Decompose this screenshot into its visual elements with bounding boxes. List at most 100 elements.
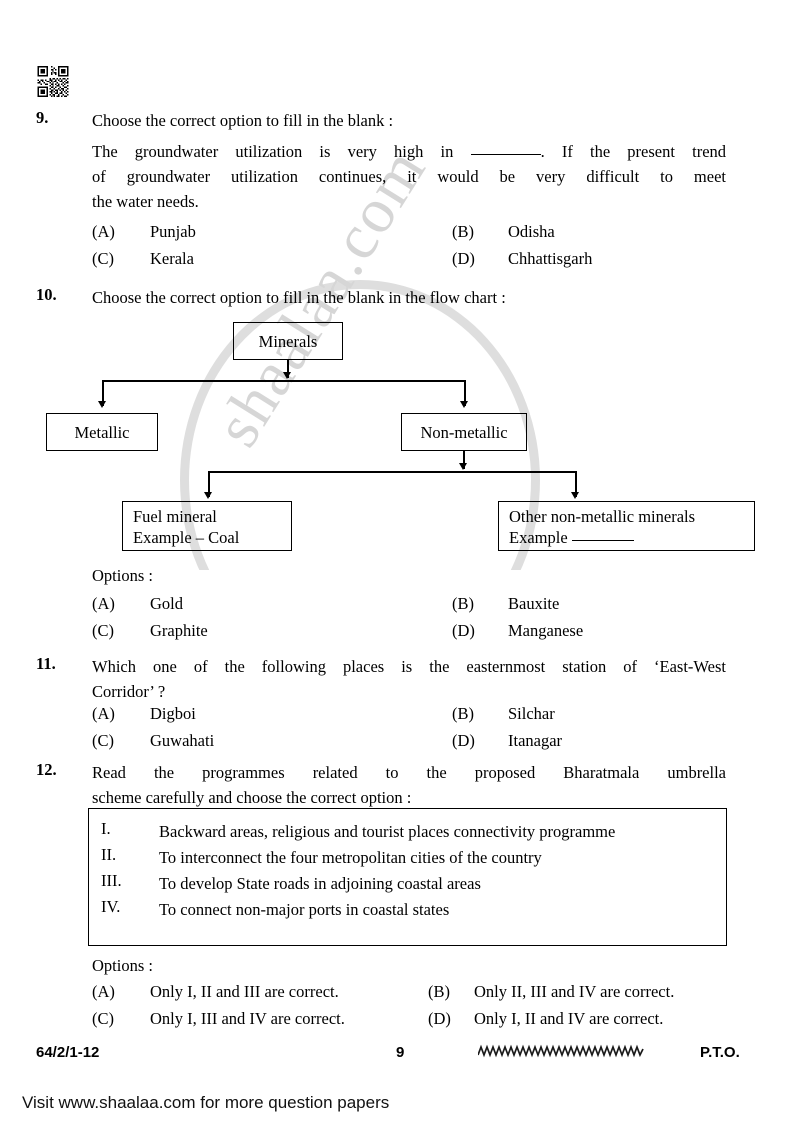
option-a-label: (A) [92, 982, 115, 1001]
flow-arrow [98, 401, 106, 408]
zigzag-divider [478, 1044, 644, 1058]
option-c-label: (C) [92, 249, 114, 268]
option-b-value[interactable]: Odisha [508, 222, 555, 241]
statement-numeral: II. [101, 845, 117, 864]
flow-arrow [283, 372, 291, 379]
flow-node-fuel-mineral-line-2: Example – Coal [133, 528, 240, 547]
flow-node-minerals: Minerals [233, 322, 343, 360]
question-12-options: (A) Only I, II and III are correct. (B) … [92, 978, 772, 1032]
option-d-label: (D) [452, 249, 475, 268]
flow-node-minerals-label: Minerals [258, 331, 318, 351]
question-12-prompt-line-1: Read the programmes related to the propo… [92, 763, 726, 782]
flow-connector [287, 360, 289, 378]
fill-blank-line [470, 154, 541, 155]
statement-item: IV. To connect non-major ports in coasta… [101, 897, 714, 922]
question-9-number: 9. [36, 108, 49, 127]
question-11-number: 11. [36, 654, 56, 673]
statement-numeral: IV. [101, 897, 121, 916]
statement-item: III. To develop State roads in adjoining… [101, 871, 714, 896]
question-12-prompt-line-2: scheme carefully and choose the correct … [92, 788, 412, 807]
minerals-flow-chart: Minerals Metallic Non-metallic [0, 318, 800, 578]
pto-label: P.T.O. [700, 1044, 740, 1061]
option-d-label: (D) [428, 1009, 451, 1028]
option-b-value[interactable]: Silchar [508, 704, 555, 723]
option-d-value[interactable]: Chhattisgarh [508, 249, 593, 268]
option-c-value[interactable]: Kerala [150, 249, 194, 268]
flow-connector [575, 471, 577, 497]
statement-numeral: III. [101, 871, 122, 890]
question-12-statement-box: I. Backward areas, religious and tourist… [88, 808, 727, 946]
flow-node-non-metallic-label: Non-metallic [420, 422, 508, 442]
option-d-value[interactable]: Only I, II and IV are correct. [474, 1009, 664, 1028]
statement-text: Backward areas, religious and tourist pl… [159, 822, 616, 841]
option-a-label: (A) [92, 594, 115, 613]
flow-arrow [571, 492, 579, 499]
flow-node-fuel-mineral: Fuel mineral Example – Coal [122, 501, 292, 551]
qr-code-icon [37, 66, 69, 97]
option-c-label: (C) [92, 621, 114, 640]
statement-text: To connect non-major ports in coastal st… [159, 900, 450, 919]
question-10-options: (A) Gold (B) Bauxite (C) Graphite (D) Ma… [92, 590, 732, 644]
statement-item: II. To interconnect the four metropolita… [101, 845, 714, 870]
option-d-label: (D) [452, 621, 475, 640]
flow-arrow [460, 401, 468, 408]
option-b-label: (B) [452, 704, 474, 723]
flow-node-non-metallic: Non-metallic [401, 413, 527, 451]
option-a-value[interactable]: Punjab [150, 222, 196, 241]
question-9-prompt: Choose the correct option to fill in the… [92, 111, 394, 130]
option-a-value[interactable]: Only I, II and III are correct. [150, 982, 339, 1001]
option-row: (A) Only I, II and III are correct. (B) … [92, 978, 772, 1005]
option-d-label: (D) [452, 731, 475, 750]
flow-node-other-non-metallic-line-1: Other non-metallic minerals [509, 507, 696, 526]
statement-item: I. Backward areas, religious and tourist… [101, 819, 714, 844]
question-12: 12. Read the programmes related to the p… [36, 760, 726, 810]
option-row: (A) Digboi (B) Silchar [92, 700, 732, 727]
question-9: 9. Choose the correct option to fill in … [36, 108, 726, 214]
question-10-prompt: Choose the correct option to fill in the… [92, 288, 506, 307]
flow-node-metallic: Metallic [46, 413, 158, 451]
option-b-value[interactable]: Only II, III and IV are correct. [474, 982, 675, 1001]
question-11-options: (A) Digboi (B) Silchar (C) Guwahati (D) … [92, 700, 732, 754]
statement-text: To develop State roads in adjoining coas… [159, 874, 481, 893]
option-b-label: (B) [428, 982, 450, 1001]
question-11-prompt-line-2: Corridor’ ? [92, 682, 166, 701]
flow-arrow [204, 492, 212, 499]
option-d-value[interactable]: Itanagar [508, 731, 563, 750]
flow-node-other-non-metallic-line-2: Example [509, 527, 746, 548]
option-c-value[interactable]: Only I, III and IV are correct. [150, 1009, 345, 1028]
question-12-number: 12. [36, 760, 57, 779]
site-note: Visit www.shaalaa.com for more question … [22, 1093, 390, 1112]
option-b-value[interactable]: Bauxite [508, 594, 560, 613]
flow-connector-bus [208, 471, 577, 473]
option-row: (C) Only I, III and IV are correct. (D) … [92, 1005, 772, 1032]
question-11: 11. Which one of the following places is… [36, 654, 726, 704]
question-10: 10. Choose the correct option to fill in… [36, 285, 726, 310]
option-row: (A) Gold (B) Bauxite [92, 590, 732, 617]
option-b-label: (B) [452, 594, 474, 613]
option-c-value[interactable]: Guwahati [150, 731, 215, 750]
paper-code: 64/2/1-12 [36, 1044, 100, 1061]
flow-connector [102, 380, 104, 406]
flow-node-metallic-label: Metallic [74, 422, 130, 442]
option-a-value[interactable]: Gold [150, 594, 183, 613]
flow-node-other-non-metallic: Other non-metallic minerals Example [498, 501, 755, 551]
option-a-value[interactable]: Digboi [150, 704, 196, 723]
option-row: (C) Graphite (D) Manganese [92, 617, 732, 644]
option-c-label: (C) [92, 731, 114, 750]
option-row: (C) Kerala (D) Chhattisgarh [92, 245, 732, 272]
option-c-label: (C) [92, 1009, 114, 1028]
flow-connector [464, 380, 466, 406]
flow-connector [208, 471, 210, 497]
option-d-value[interactable]: Manganese [508, 621, 584, 640]
option-a-label: (A) [92, 704, 115, 723]
question-10-number: 10. [36, 285, 57, 304]
statement-numeral: I. [101, 819, 111, 838]
question-9-body-line-2: of groundwater utilization continues, it… [92, 167, 726, 186]
option-c-value[interactable]: Graphite [150, 621, 208, 640]
option-row: (C) Guwahati (D) Itanagar [92, 727, 732, 754]
option-a-label: (A) [92, 222, 115, 241]
question-9-body-line-1: The groundwater utilization is very high… [92, 142, 727, 161]
flow-arrow [459, 463, 467, 470]
question-11-prompt-line-1: Which one of the following places is the… [92, 657, 726, 676]
